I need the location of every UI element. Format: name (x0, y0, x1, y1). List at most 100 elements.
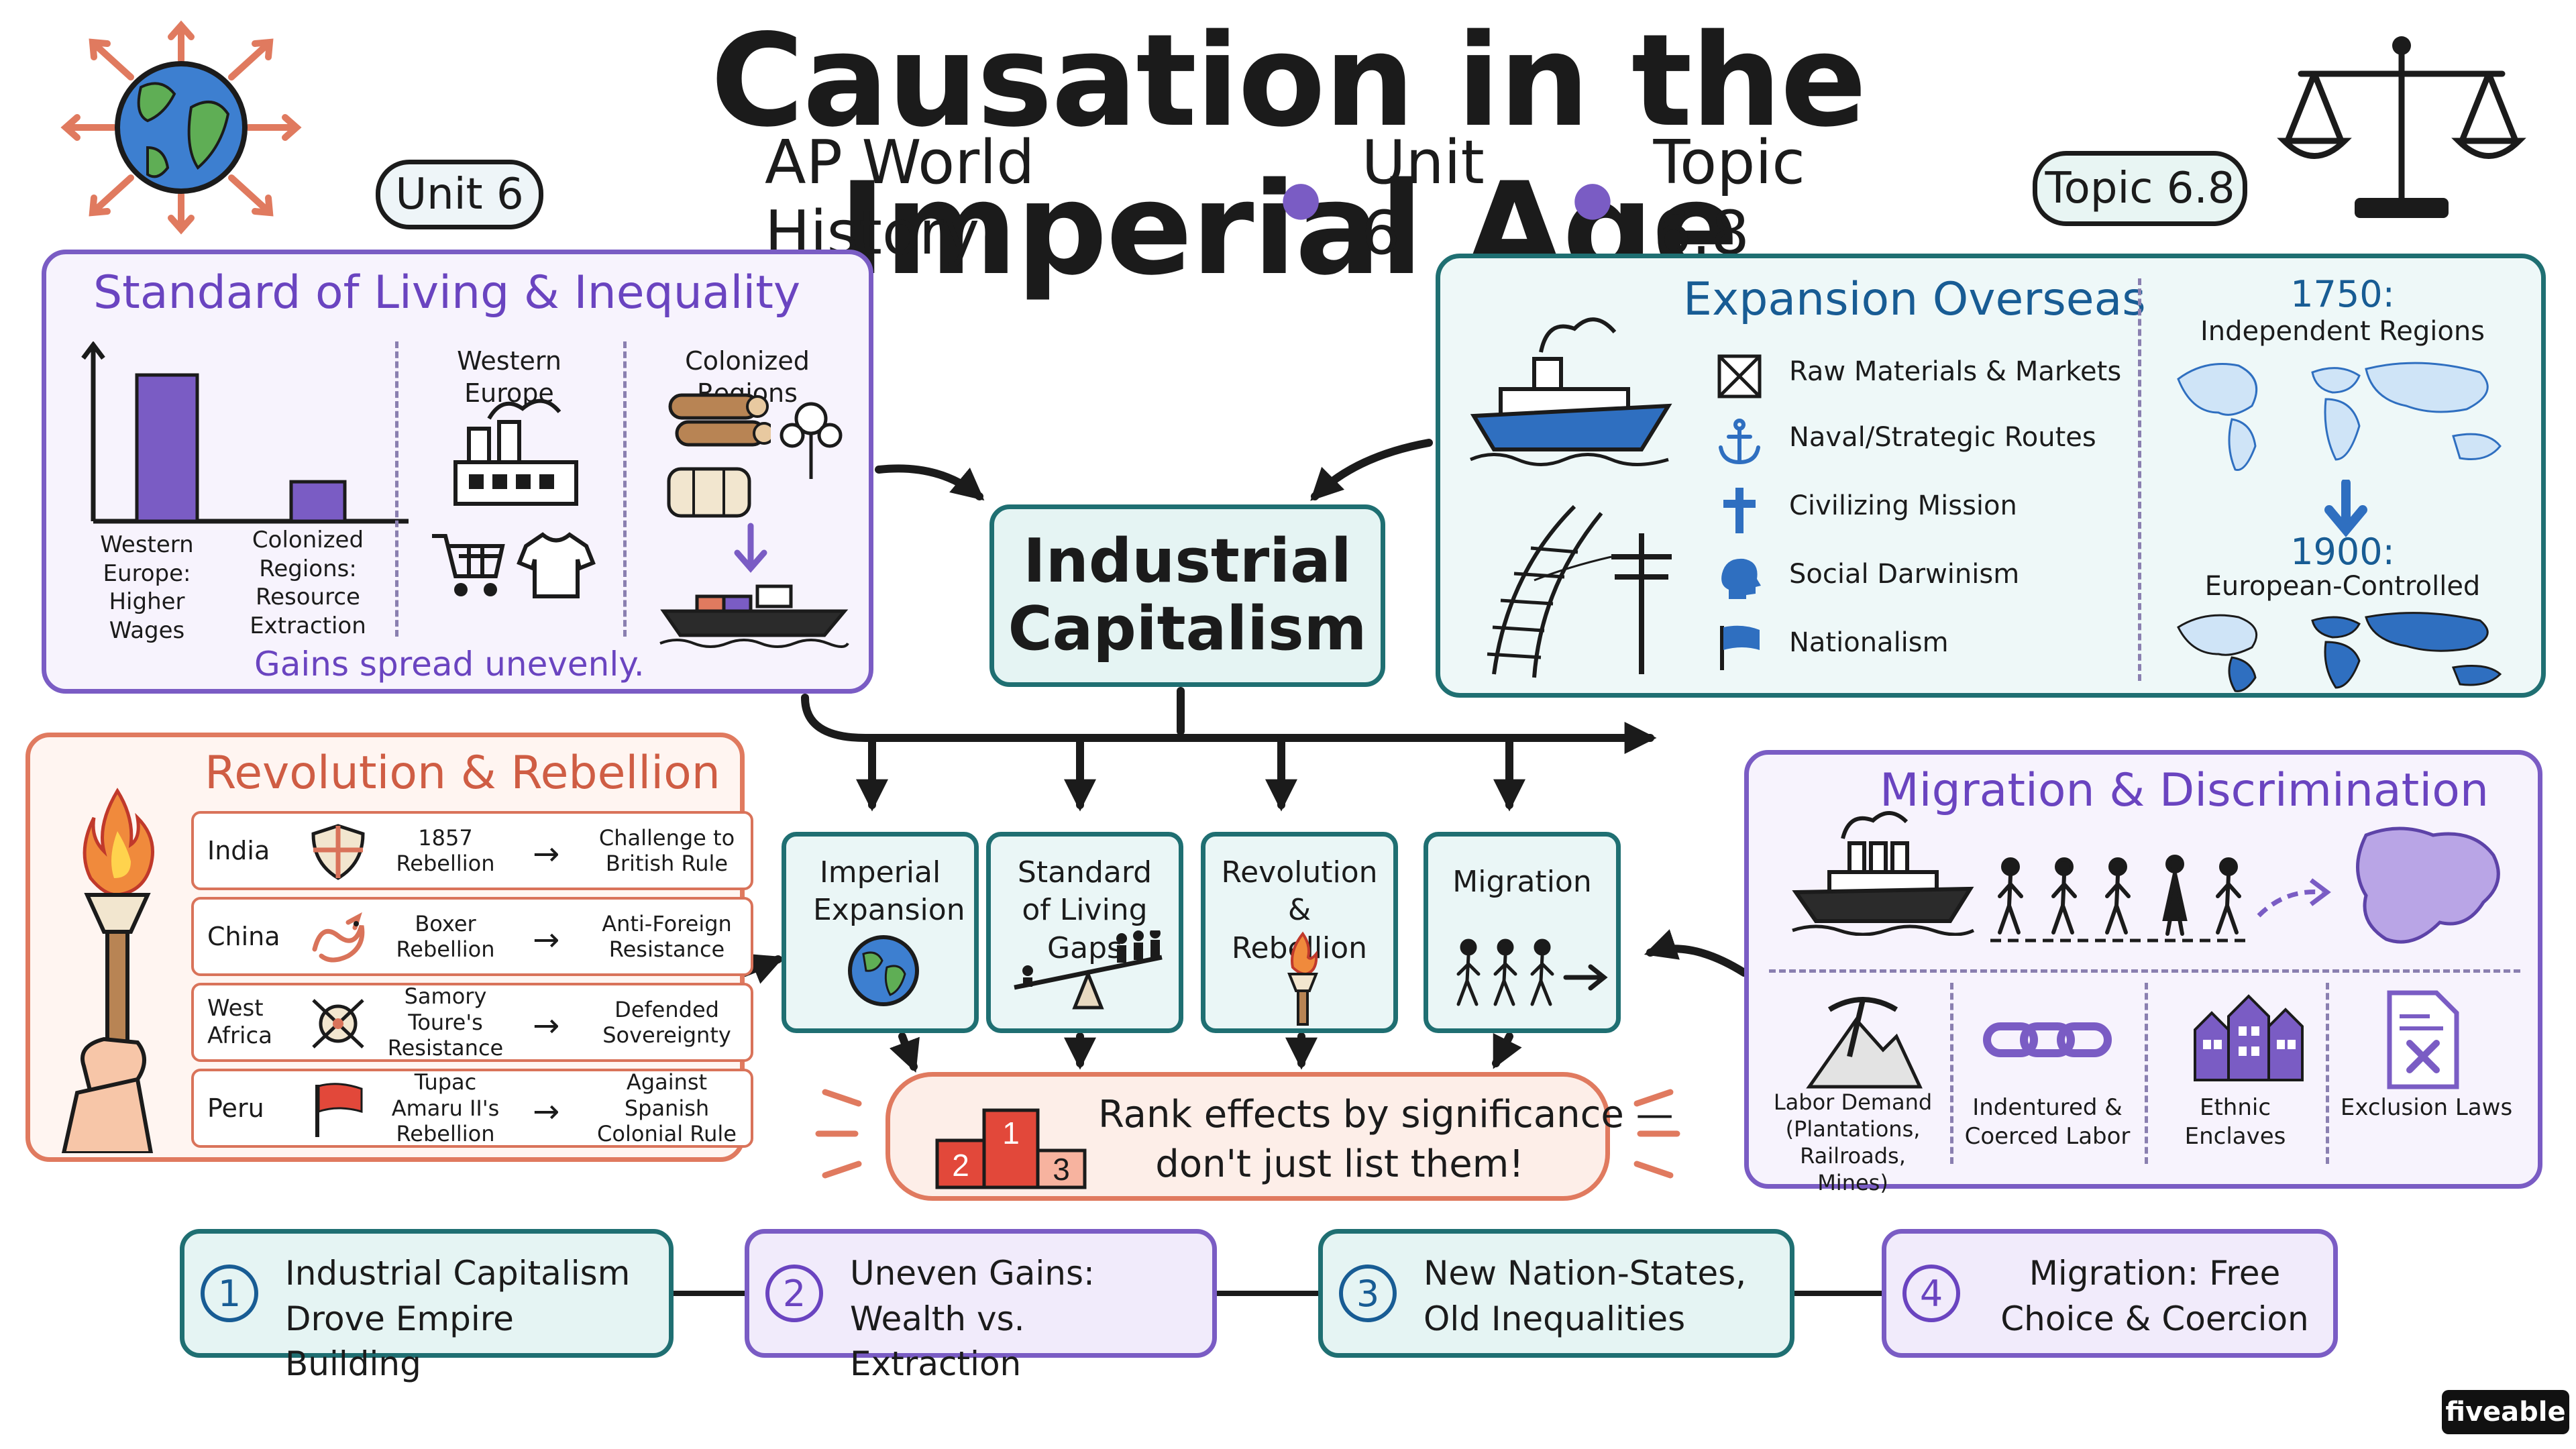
map-1900-year: 1900: (2290, 531, 2395, 573)
reason-item: Naval/Strategic Routes (1715, 411, 2145, 472)
takeaway-number: 1 (201, 1265, 258, 1322)
torch-icon (1287, 931, 1318, 1026)
row-event: Tupac Amaru II's Rebellion (391, 1069, 500, 1147)
cargo-ship-icon (657, 576, 851, 650)
industrial-capitalism-node: Industrial Capitalism (989, 504, 1385, 687)
shopping-cart-icon (429, 529, 509, 603)
panel-footer: Gains spread unevenly. (254, 645, 645, 684)
world-map-1900 (2165, 607, 2527, 694)
divider (1950, 983, 1953, 1164)
bullet-dot: ● (1572, 170, 1613, 225)
subtitle-course: AP World History (765, 127, 1035, 268)
panel-title: Expansion Overseas (1683, 273, 2146, 326)
reasons-list: Raw Materials & Markets Naval/Strategic … (1715, 345, 2145, 681)
row-region: West Africa (207, 995, 272, 1049)
reason-label: Raw Materials & Markets (1789, 356, 2122, 387)
migration-item-label: Indentured & Coerced Labor (1964, 1094, 2131, 1150)
page-title: Causation in the Imperial Age (710, 7, 1867, 303)
reason-label: Naval/Strategic Routes (1789, 422, 2096, 453)
rebellion-row: China Boxer Rebellion → Anti-Foreign Res… (191, 897, 753, 976)
podium-third: 3 (1053, 1152, 1070, 1187)
effect-revolution: Revolution & Rebellion (1201, 832, 1398, 1033)
reason-item: Social Darwinism (1715, 548, 2145, 608)
logs-icon (663, 388, 775, 455)
takeaway-text: Industrial Capitalism Drove Empire Build… (285, 1254, 631, 1383)
crossed-spears-icon (312, 999, 364, 1049)
rank-line-1: Rank effects by significance — (1098, 1093, 1674, 1136)
head-icon (1721, 558, 1761, 599)
revolution-rebellion-panel: Revolution & Rebellion India 1857 Rebell… (25, 733, 753, 1162)
panel-title: Migration & Discrimination (1880, 764, 2489, 817)
rebellion-row: India 1857 Rebellion → Challenge to Brit… (191, 811, 753, 890)
steamship-icon (1467, 305, 1675, 473)
row-result: Anti-Foreign Resistance (602, 910, 732, 962)
hand-torch-icon (50, 777, 184, 1155)
takeaway-number: 3 (1339, 1265, 1397, 1322)
cotton-bale-icon (663, 462, 757, 523)
takeaway-2: 2 Uneven Gains: Wealth vs. Extraction (745, 1229, 1217, 1383)
bar-western-europe (135, 373, 199, 523)
crate-icon (1717, 354, 1762, 398)
divider (623, 341, 627, 637)
row-arrow: → (533, 835, 560, 873)
flag-icon (315, 1083, 363, 1137)
podium-second: 2 (952, 1148, 969, 1183)
reason-item: Nationalism (1715, 616, 2145, 677)
seesaw-icon (1014, 930, 1163, 1010)
divider (2138, 278, 2141, 681)
factory-icon (449, 388, 583, 509)
migration-item-label: Exclusion Laws (2340, 1094, 2513, 1121)
cross-icon (1723, 488, 1756, 533)
globe-icon (848, 935, 919, 1006)
wages-bar-chart (81, 341, 409, 524)
podium-icon: 1 2 3 (935, 1108, 1087, 1189)
t-shirt-icon (516, 529, 596, 603)
row-result: Challenge to British Rule (598, 824, 735, 876)
fiveable-logo: fiveable (2442, 1390, 2569, 1434)
row-event: Samory Toure's Resistance (387, 983, 504, 1061)
divider (395, 341, 398, 637)
brand-label: fiveable (2445, 1397, 2566, 1428)
bullet-dot: ● (1280, 170, 1322, 225)
destination-land-icon (2339, 815, 2514, 963)
takeaway-1: 1 Industrial Capitalism Drove Empire Bui… (180, 1229, 674, 1383)
effect-label: Imperial Expansion (813, 855, 965, 928)
bar-label-western: Western Europe: Higher Wages (100, 531, 194, 644)
takeaway-text: New Nation-States, Old Inequalities (1424, 1254, 1747, 1338)
rank-effects-callout: 1 2 3 Rank effects by significance — don… (885, 1072, 1674, 1201)
effect-label: Migration (1452, 865, 1592, 899)
row-arrow: → (533, 921, 560, 959)
topic-badge: Topic 6.8 (2033, 151, 2247, 226)
row-region: Peru (207, 1093, 264, 1123)
effect-living-gaps: Standard of Living Gaps (986, 832, 1183, 1033)
row-result: Defended Sovereignty (602, 996, 731, 1048)
railroad-telegraph-icon (1460, 493, 1682, 681)
panel-title: Standard of Living & Inequality (93, 266, 801, 319)
reason-item: Raw Materials & Markets (1715, 345, 2145, 406)
scales-icon (2274, 27, 2529, 228)
takeaway-4: 4 Migration: Free Choice & Coercion (1882, 1229, 2338, 1358)
page-subtitle: AP World History ● Unit 6 ● Topic 6.8 (765, 127, 1905, 268)
migration-discrimination-panel: Migration & Discrimination Labor Dem (1744, 750, 2542, 1195)
flag-icon (1720, 625, 1760, 670)
unit-badge: Unit 6 (376, 160, 543, 229)
panel-title: Revolution & Rebellion (205, 747, 720, 800)
anchor-icon (1719, 419, 1760, 465)
podium-first: 1 (1002, 1116, 1020, 1150)
reason-item: Civilizing Mission (1715, 480, 2145, 540)
row-result: Against Spanish Colonial Rule (597, 1069, 737, 1147)
pickaxe-icon (1806, 997, 1923, 1089)
map-1750-label: Independent Regions (2200, 316, 2485, 347)
row-event: Boxer Rebellion (396, 910, 495, 962)
divider (2145, 983, 2148, 1164)
steamship-icon (1789, 802, 1977, 936)
walking-people-icon (1456, 938, 1608, 1006)
chain-icon (1983, 1022, 2112, 1057)
standard-of-living-panel: Standard of Living & Inequality Western … (42, 250, 873, 694)
takeaway-number: 2 (765, 1265, 823, 1322)
document-x-icon (2387, 990, 2459, 1089)
world-radiating-icon (47, 13, 315, 241)
dragon-icon (312, 912, 365, 963)
node-label: Industrial Capitalism (1008, 526, 1367, 664)
down-arrow-icon (731, 523, 771, 576)
